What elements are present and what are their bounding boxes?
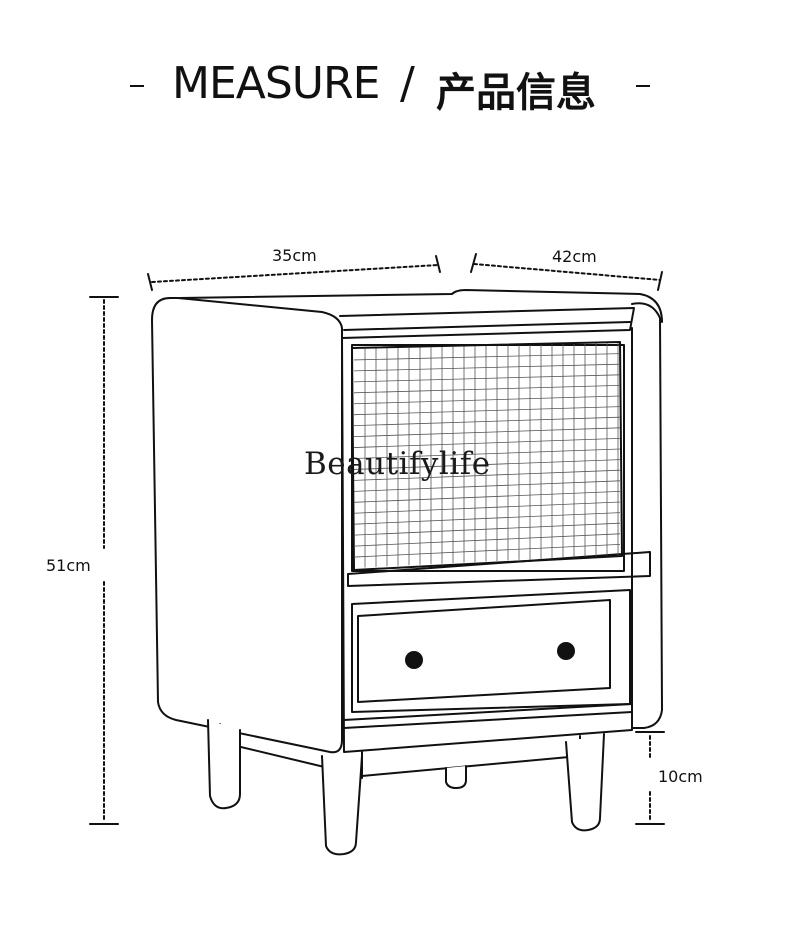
right-side-panel	[631, 302, 663, 729]
rattan-horizontal-strand	[353, 480, 621, 492]
rattan-horizontal-strand	[353, 448, 621, 459]
top-frame	[339, 307, 635, 339]
leg-height-label: 10cm	[658, 767, 703, 786]
top-back-edge	[179, 289, 663, 323]
leg-back-left	[207, 719, 241, 810]
rattan-horizontal-strand	[353, 469, 621, 481]
depth-label: 42cm	[552, 247, 597, 266]
rattan-horizontal-strand	[353, 385, 621, 394]
width-label: 35cm	[272, 246, 317, 265]
title-right-dash	[636, 85, 650, 87]
drawer-knob-left	[405, 651, 423, 669]
watermark-text: Beautifylife	[304, 446, 491, 482]
rattan-horizontal-strand	[353, 438, 621, 448]
drawer-front	[357, 599, 611, 703]
depth-dimension-line	[470, 253, 663, 291]
door-ledge	[347, 551, 651, 587]
height-label: 51cm	[46, 556, 91, 575]
title-left-dash	[130, 85, 144, 87]
rattan-horizontal-strand	[353, 416, 621, 427]
rattan-grid	[353, 343, 621, 568]
title-english: MEASURE	[172, 58, 380, 109]
drawer-knob-right	[557, 642, 575, 660]
leg-front-right	[565, 733, 605, 832]
rattan-horizontal-strand	[353, 353, 621, 361]
rattan-door-panel	[351, 341, 623, 571]
rattan-horizontal-strand	[353, 459, 621, 470]
leg-back-right	[445, 765, 467, 789]
drawer-outer	[351, 589, 631, 713]
width-dimension-line	[147, 255, 441, 291]
title-chinese: 产品信息	[436, 70, 596, 116]
rattan-horizontal-strand	[353, 522, 621, 536]
left-side-panel	[151, 297, 343, 754]
rattan-horizontal-strand	[353, 501, 621, 514]
rattan-horizontal-strand	[353, 491, 621, 503]
rattan-horizontal-strand	[353, 512, 621, 525]
page-title: MEASURE / 产品信息	[0, 58, 790, 118]
rattan-horizontal-strand	[353, 533, 621, 547]
rattan-horizontal-strand	[353, 406, 621, 416]
rattan-horizontal-strand	[353, 363, 621, 372]
height-dimension-line	[89, 296, 119, 825]
rattan-horizontal-strand	[353, 427, 621, 437]
title-separator: /	[400, 58, 415, 109]
rattan-horizontal-strand	[353, 395, 621, 405]
leg-front-left	[321, 755, 363, 856]
rattan-horizontal-strand	[353, 374, 621, 383]
leg-height-dimension-line	[635, 731, 665, 825]
rattan-horizontal-strand	[353, 544, 621, 558]
